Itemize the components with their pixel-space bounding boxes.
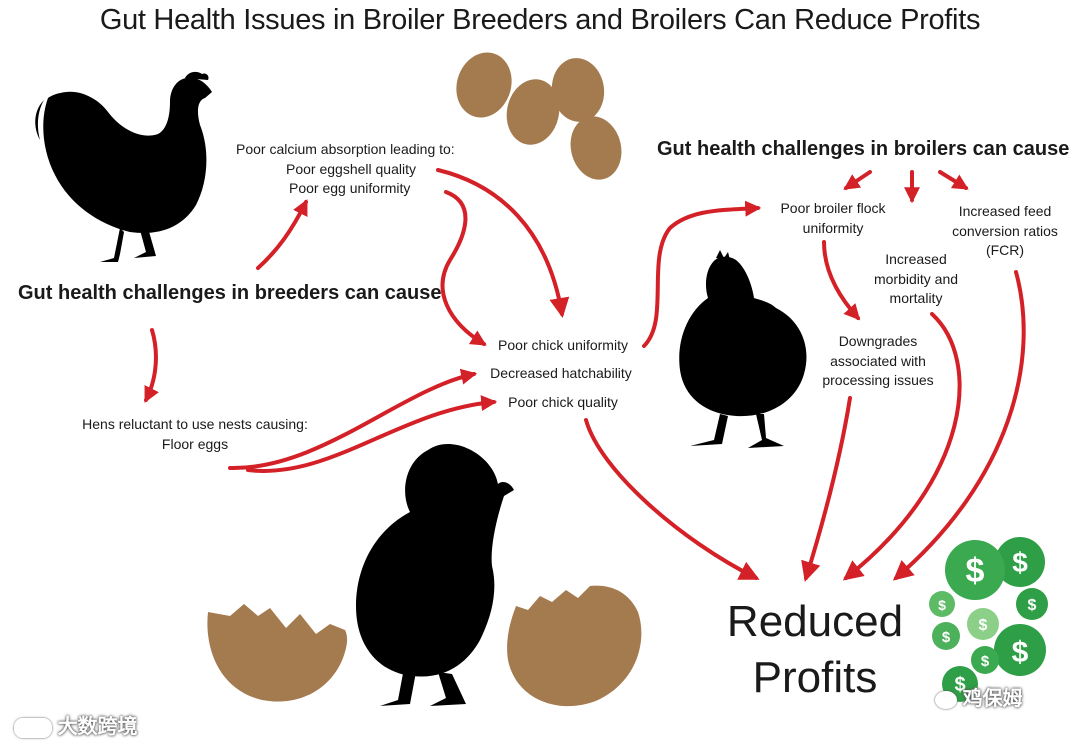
watermark: 大数跨境: [14, 710, 138, 739]
note-line: uniformity: [758, 219, 908, 239]
arrow-downgrades-to-profits: [806, 398, 850, 578]
svg-text:$: $: [966, 552, 985, 590]
watermark-text: 大数跨境: [58, 716, 138, 738]
result-line: Reduced: [710, 594, 920, 650]
calcium-intro: Poor calcium absorption leading to:: [236, 140, 476, 160]
breeders-heading: Gut health challenges in breeders can ca…: [18, 282, 442, 305]
note-line: conversion ratios: [940, 222, 1070, 242]
uniformity-block: Poor broiler flock uniformity: [758, 199, 908, 238]
arrow-quality-to-profits: [586, 420, 756, 578]
svg-text:$: $: [979, 617, 988, 634]
arrow-heading-to-uniformity: [846, 172, 870, 188]
hen-icon: [35, 72, 212, 262]
result-block: Reduced Profits: [710, 594, 920, 706]
note-line: morbidity and: [856, 270, 976, 290]
chick-icon: [356, 444, 514, 706]
result-line: Profits: [710, 650, 920, 706]
note-line: processing issues: [808, 371, 948, 391]
watermark-logo-icon: [14, 718, 52, 738]
note-line: (FCR): [940, 241, 1070, 261]
note-line: associated with: [808, 352, 948, 372]
nests-block: Hens reluctant to use nests causing: Flo…: [60, 415, 330, 454]
calcium-item: Poor eggshell quality: [236, 160, 476, 180]
svg-text:$: $: [942, 629, 951, 646]
downgrades-block: Downgrades associated with processing is…: [808, 332, 948, 391]
svg-text:$: $: [1028, 597, 1037, 614]
arrow-heading-to-fcr: [940, 172, 966, 188]
note-line: Increased feed: [940, 202, 1070, 222]
arrow-uniformity-to-downgrades: [824, 242, 858, 318]
money-icon: $ $ $ $ $ $ $ $ $: [929, 537, 1048, 702]
svg-text:$: $: [938, 597, 946, 613]
nests-item: Floor eggs: [60, 435, 330, 455]
chick-outcome: Poor chick quality: [478, 393, 648, 413]
arrow-breeders-to-calcium: [258, 202, 306, 268]
watermark: 鸡保姆: [935, 682, 1023, 711]
chick-outcome: Poor chick uniformity: [478, 336, 648, 356]
nests-intro: Hens reluctant to use nests causing:: [60, 415, 330, 435]
broilers-heading: Gut health challenges in broilers can ca…: [657, 138, 1069, 161]
arrow-fcr-to-profits: [896, 272, 1024, 578]
broiler-icon: [679, 250, 806, 448]
watermark-text: 鸡保姆: [963, 688, 1023, 710]
note-line: mortality: [856, 289, 976, 309]
chick-outcome: Decreased hatchability: [476, 364, 646, 384]
calcium-block: Poor calcium absorption leading to: Poor…: [236, 140, 476, 199]
svg-text:$: $: [1012, 636, 1029, 669]
note-line: Downgrades: [808, 332, 948, 352]
svg-text:$: $: [981, 653, 990, 670]
arrow-breeders-to-nests: [146, 330, 156, 400]
arrow-uniformity-to-chick: [443, 192, 484, 344]
note-line: Poor broiler flock: [758, 199, 908, 219]
page-title: Gut Health Issues in Broiler Breeders an…: [0, 4, 1080, 37]
calcium-item: Poor egg uniformity: [236, 179, 476, 199]
wechat-icon: [935, 691, 957, 709]
fcr-block: Increased feed conversion ratios (FCR): [940, 202, 1070, 261]
svg-text:$: $: [1012, 547, 1028, 578]
